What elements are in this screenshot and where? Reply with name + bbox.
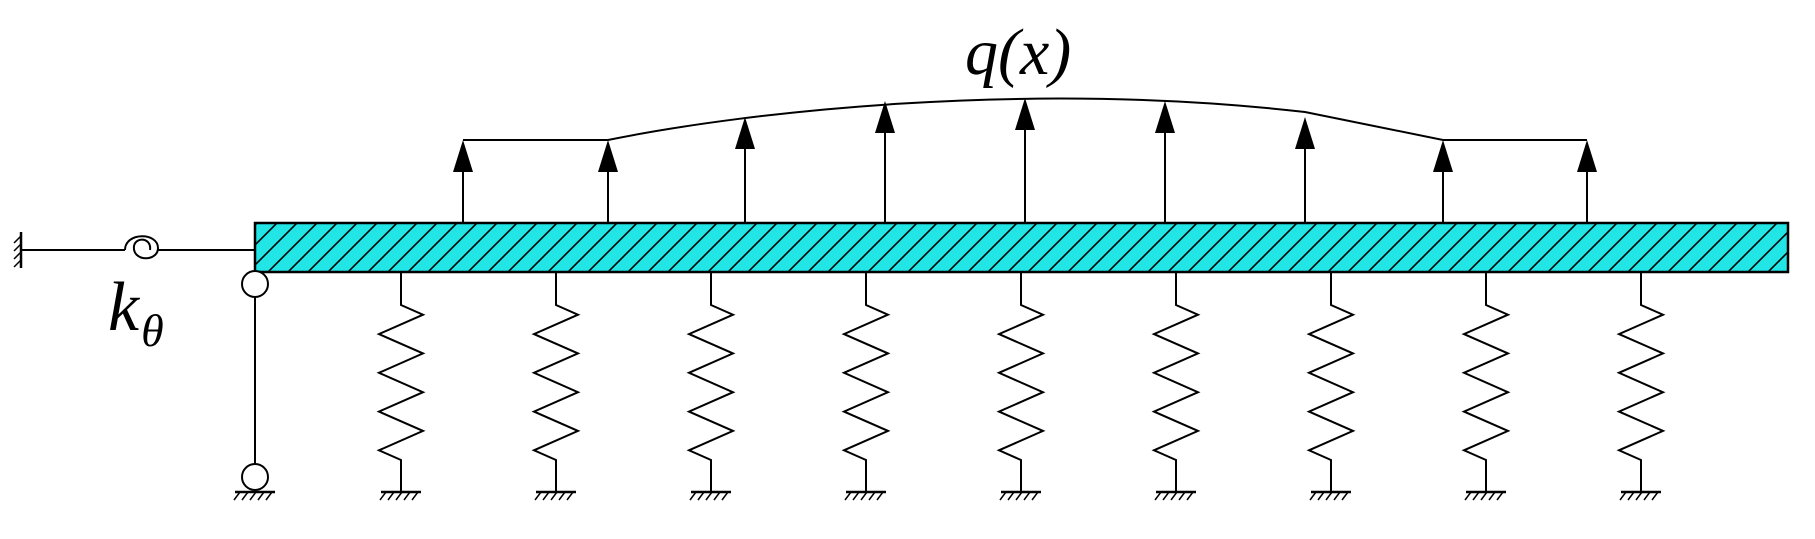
ground-hatch-line xyxy=(1619,491,1627,501)
foundation-spring xyxy=(996,272,1046,501)
ground-hatch-line xyxy=(868,491,876,501)
ground-hatch-line xyxy=(1488,491,1496,501)
ground-hatch-line xyxy=(705,491,713,501)
support-ground-hatching xyxy=(233,491,273,501)
arrow-head-icon xyxy=(1433,140,1453,172)
spring-coil xyxy=(1151,272,1201,492)
load-arrow xyxy=(598,140,618,223)
foundation-spring xyxy=(531,272,581,501)
ground-hatch-line xyxy=(1031,491,1039,501)
spring-coil xyxy=(841,272,891,492)
load-arrow xyxy=(1155,101,1175,223)
arrow-head-icon xyxy=(598,140,618,172)
rotational-spring-icon xyxy=(124,235,160,260)
ground-hatch-line xyxy=(713,491,721,501)
ground-hatch-line xyxy=(534,491,542,501)
stiffness-subscript: θ xyxy=(141,305,164,356)
ground-hatch-line xyxy=(721,491,729,501)
foundation-spring xyxy=(376,272,426,501)
upper-hinge xyxy=(241,270,269,298)
load-arrow xyxy=(875,101,895,223)
ground-hatch-line xyxy=(395,491,403,501)
load-arrow xyxy=(1433,140,1453,223)
ground-hatch-line xyxy=(379,491,387,501)
ground-hatch-line xyxy=(1317,491,1325,501)
ground-hatch-line xyxy=(876,491,884,501)
ground-hatch-line xyxy=(1170,491,1178,501)
foundation-spring xyxy=(1616,272,1666,501)
ground-hatch-line xyxy=(1496,491,1504,501)
spring-coil xyxy=(376,272,426,492)
foundation-spring xyxy=(1461,272,1511,501)
load-arrow xyxy=(1577,140,1597,223)
pin-support xyxy=(233,270,275,501)
foundation-spring xyxy=(1151,272,1201,501)
rotational-spring-support xyxy=(13,232,255,268)
arrow-head-icon xyxy=(1015,98,1035,130)
load-arrow xyxy=(1015,98,1035,223)
ground-hatch-line xyxy=(697,491,705,501)
spring-coil xyxy=(686,272,736,492)
stiffness-symbol: k xyxy=(108,269,140,346)
foundation-spring xyxy=(686,272,736,501)
ground-hatch-line xyxy=(1480,491,1488,501)
beam xyxy=(253,221,1790,274)
ground-hatch-line xyxy=(1162,491,1170,501)
ground-hatch-line xyxy=(1635,491,1643,501)
ground-hatch-line xyxy=(411,491,419,501)
distributed-load xyxy=(453,97,1597,223)
foundation-spring xyxy=(841,272,891,501)
load-arrow xyxy=(453,140,473,223)
spring-coil xyxy=(1306,272,1356,492)
ground-hatch-line xyxy=(558,491,566,501)
ground-hatch-line xyxy=(1643,491,1651,501)
arrow-head-icon xyxy=(1155,101,1175,133)
ground-hatch-line xyxy=(1341,491,1349,501)
ground-hatch-line xyxy=(403,491,411,501)
load-label: q(x) xyxy=(965,16,1072,89)
ground-hatch-line xyxy=(1464,491,1472,501)
spring-coil xyxy=(996,272,1046,492)
load-envelope xyxy=(463,97,1587,141)
spring-coil xyxy=(1616,272,1666,492)
ground-hatch-line xyxy=(1325,491,1333,501)
ground-hatch-line xyxy=(1186,491,1194,501)
ground-hatch-line xyxy=(689,491,697,501)
spring-coil xyxy=(531,272,581,492)
arrow-head-icon xyxy=(735,117,755,149)
ground-hatch-line xyxy=(566,491,574,501)
ground-hatch-line xyxy=(542,491,550,501)
foundation-springs xyxy=(376,272,1666,501)
ground-hatch-line xyxy=(1333,491,1341,501)
ground-hatch-line xyxy=(1154,491,1162,501)
ground-hatch-line xyxy=(550,491,558,501)
arrow-head-icon xyxy=(1295,117,1315,149)
ground-hatch-line xyxy=(1472,491,1480,501)
ground-hatch-line xyxy=(844,491,852,501)
beam-hatching xyxy=(255,223,1788,272)
ground-hatch-line xyxy=(999,491,1007,501)
ground-hatch-line xyxy=(1023,491,1031,501)
ground-hatch-line xyxy=(1015,491,1023,501)
ground-hatch-line xyxy=(860,491,868,501)
lower-hinge xyxy=(241,463,269,491)
fixed-wall-hatching xyxy=(13,235,22,268)
ground-hatch-line xyxy=(852,491,860,501)
ground-hatch-line xyxy=(1007,491,1015,501)
ground-hatch-line xyxy=(1309,491,1317,501)
ground-hatch-line xyxy=(387,491,395,501)
rotational-stiffness-label: kθ xyxy=(108,273,164,354)
ground-hatch-line xyxy=(1178,491,1186,501)
ground-hatch-line xyxy=(1627,491,1635,501)
foundation-spring xyxy=(1306,272,1356,501)
load-arrow xyxy=(735,117,755,223)
arrow-head-icon xyxy=(875,101,895,133)
load-arrow xyxy=(1295,117,1315,223)
ground-hatch-line xyxy=(1651,491,1659,501)
spring-coil xyxy=(1461,272,1511,492)
arrow-head-icon xyxy=(1577,140,1597,172)
arrow-head-icon xyxy=(453,140,473,172)
